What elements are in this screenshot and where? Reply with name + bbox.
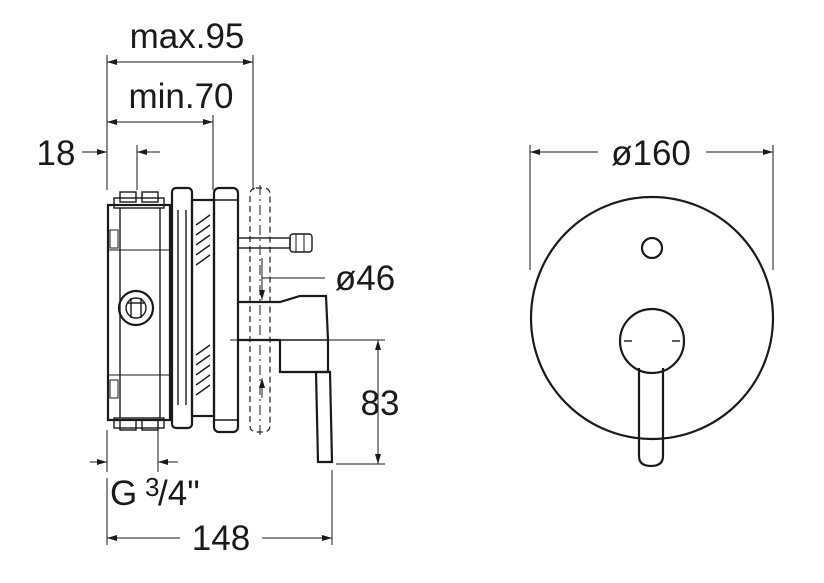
rough-in-body <box>106 191 172 431</box>
min-depth-label: min.70 <box>128 77 233 116</box>
inlet-port-icon <box>117 289 155 327</box>
min-depth-dimension: min.70 <box>107 77 234 125</box>
handle-lever[interactable] <box>637 368 665 468</box>
thread-dimension: G 3 /4" <box>90 430 200 513</box>
plate-diameter-label: ø160 <box>611 134 691 173</box>
handle-side <box>230 294 340 464</box>
total-length-label: 148 <box>192 519 250 558</box>
max-depth-label: max.95 <box>130 17 245 56</box>
total-length-dimension: 148 <box>106 470 333 558</box>
cover-plate <box>529 195 775 441</box>
thread-fraction-num: 3 <box>145 472 159 502</box>
cartridge-housing <box>170 186 240 434</box>
diverter-spindle <box>237 233 313 253</box>
handle-hub <box>618 307 686 375</box>
spindle-diameter-dimension: ø46 <box>259 258 395 398</box>
handle-height-label: 83 <box>361 384 400 423</box>
thread-fraction-den: /4" <box>158 474 200 513</box>
max-depth-dimension: max.95 <box>107 17 253 65</box>
plate-diameter-dimension: ø160 <box>529 134 774 270</box>
wall-plate-outline <box>249 185 271 435</box>
offset-label: 18 <box>37 134 76 173</box>
side-view: max.95 min.70 18 <box>37 17 400 558</box>
offset-dimension: 18 <box>37 134 160 173</box>
thread-label: G <box>110 474 137 513</box>
diverter-knob-icon[interactable] <box>640 236 664 260</box>
front-view: ø160 <box>529 134 775 468</box>
handle-height-dimension: 83 <box>336 339 400 465</box>
spindle-diameter-label: ø46 <box>335 259 395 298</box>
